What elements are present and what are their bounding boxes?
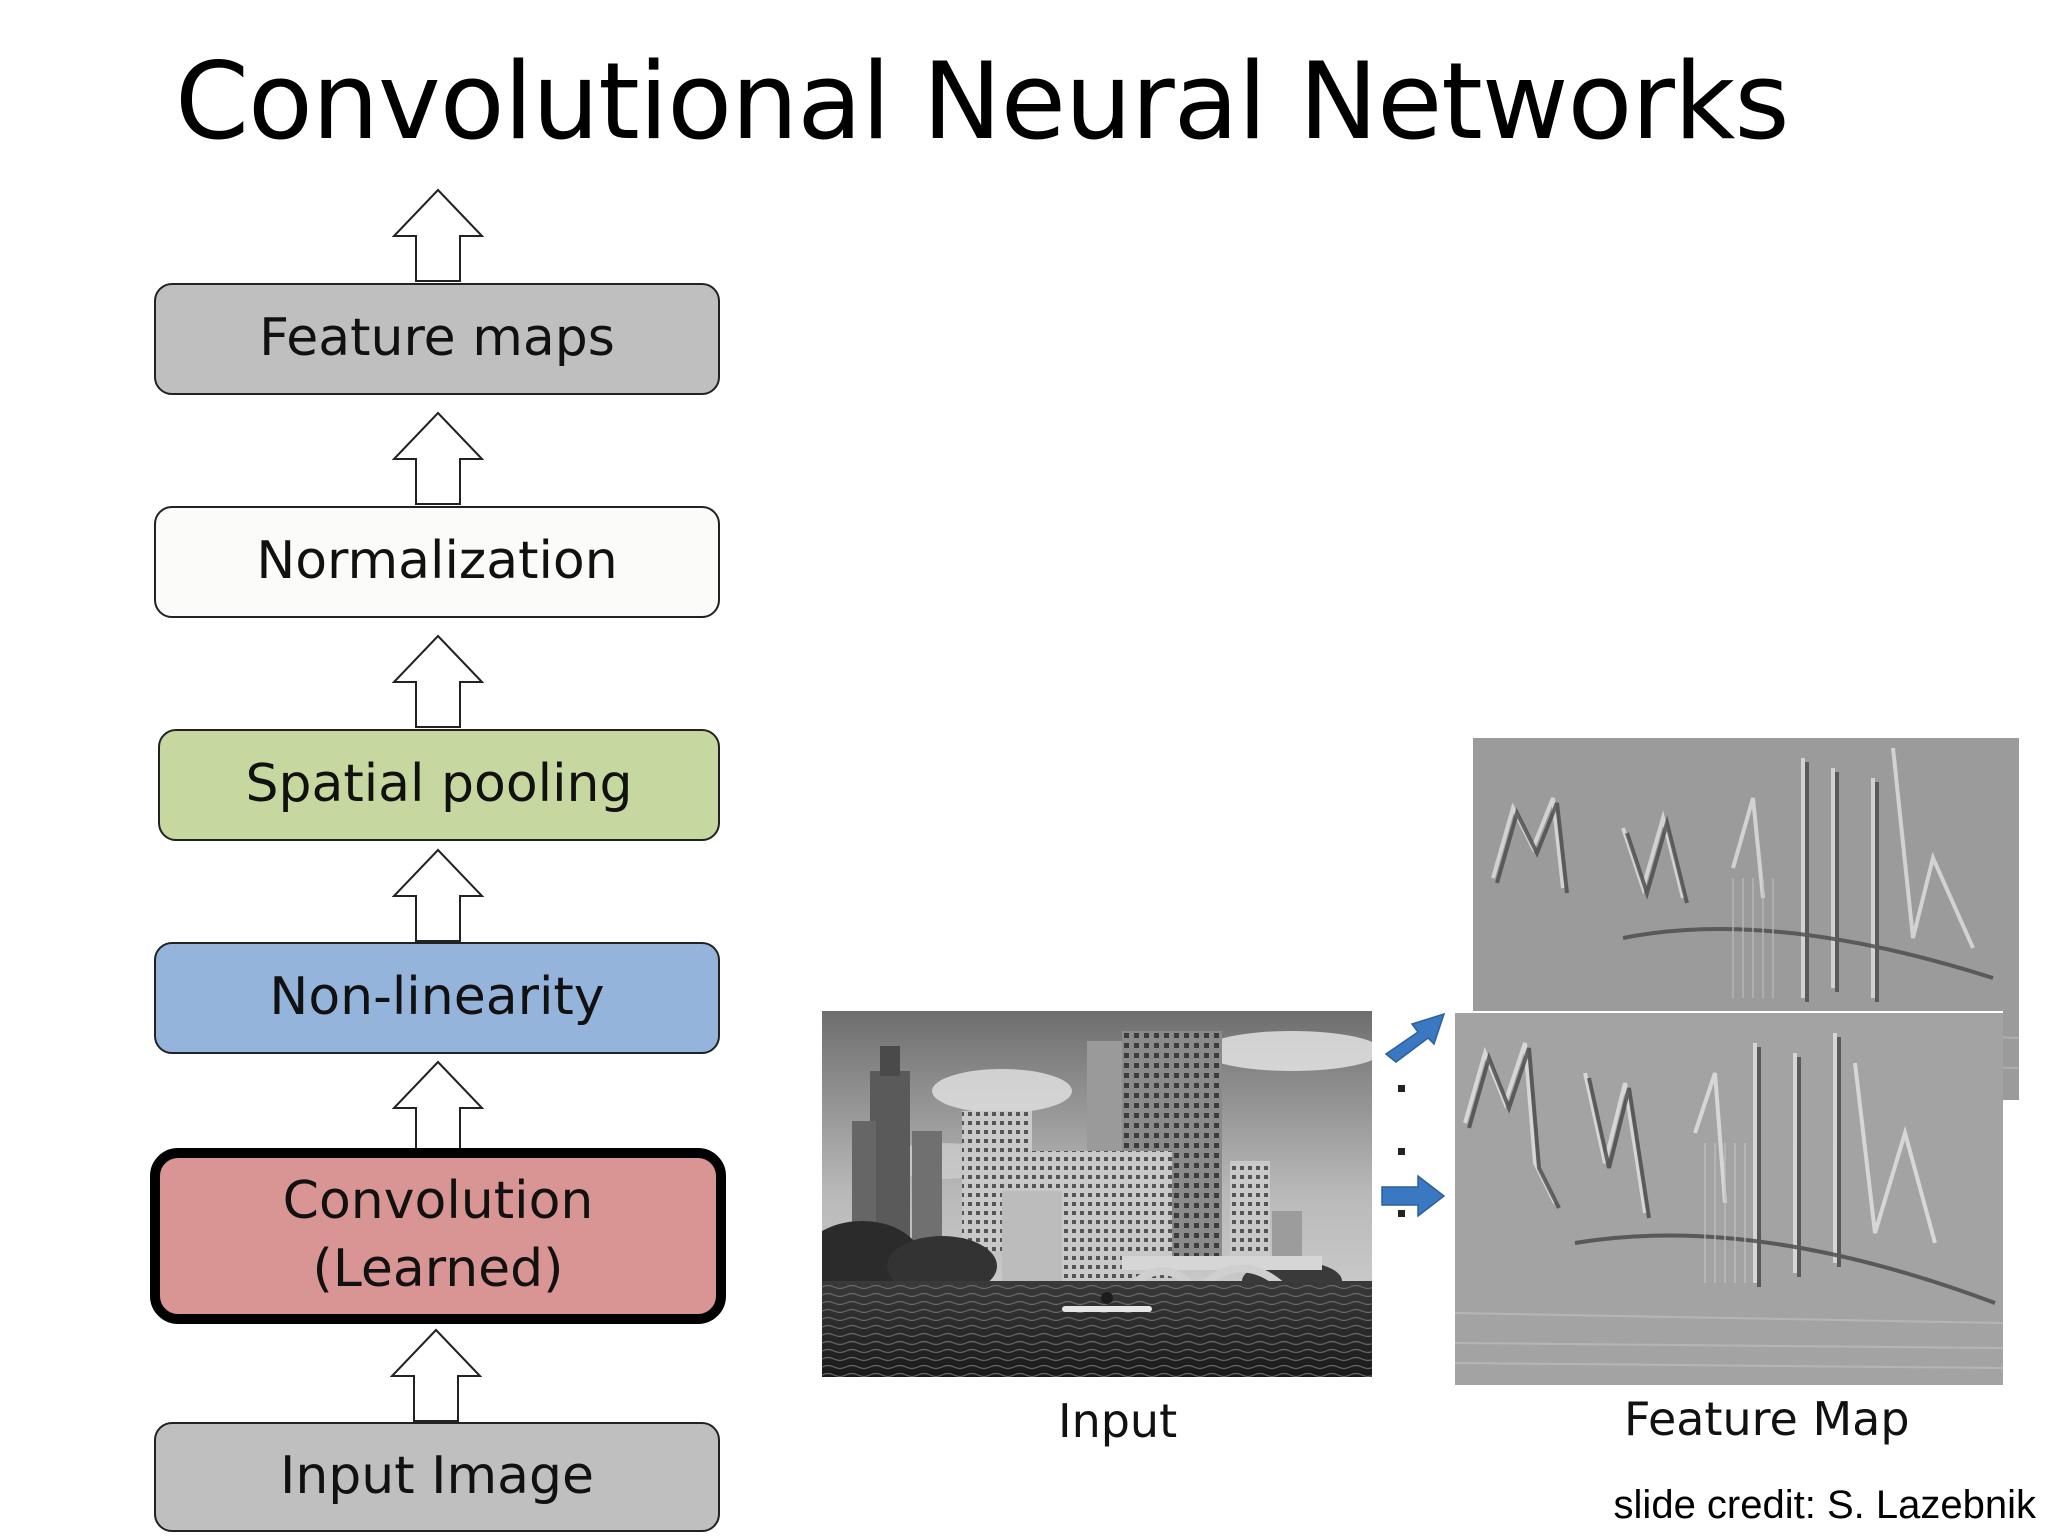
stage-spatial-pooling: Spatial pooling [158,729,720,841]
ellipsis-dot [1398,1210,1405,1217]
ellipsis-dot [1398,1085,1405,1092]
stage-feature-maps: Feature maps [154,283,720,395]
up-arrow-icon [392,848,484,942]
input-caption: Input [1058,1394,1178,1448]
stage-label: Normalization [256,531,618,592]
stage-convolution: Convolution (Learned) [150,1148,726,1324]
feature-map-image [1453,1011,2003,1385]
stage-normalization: Normalization [154,506,720,618]
stage-label: Input Image [279,1446,595,1507]
input-photo [822,1011,1372,1377]
slide-title: Convolutional Neural Networks [175,40,1790,163]
slide-credit: slide credit: S. Lazebnik [1613,1483,2036,1527]
up-arrow-icon [390,1328,482,1422]
ellipsis-dot [1398,1148,1405,1155]
stage-label: Non-linearity [269,967,605,1028]
up-arrow-icon [392,1060,484,1154]
stage-non-linearity: Non-linearity [154,942,720,1054]
up-arrow-icon [392,188,484,282]
arrow-icon [1384,1012,1446,1063]
feature-map-caption: Feature Map [1624,1392,1910,1446]
up-arrow-icon [392,411,484,505]
up-arrow-icon [392,634,484,728]
arrow-icon [1381,1174,1446,1218]
stage-label: Convolution (Learned) [282,1171,594,1299]
stage-input-image: Input Image [154,1422,720,1532]
stage-label: Spatial pooling [245,754,633,815]
stage-label: Feature maps [259,308,615,369]
